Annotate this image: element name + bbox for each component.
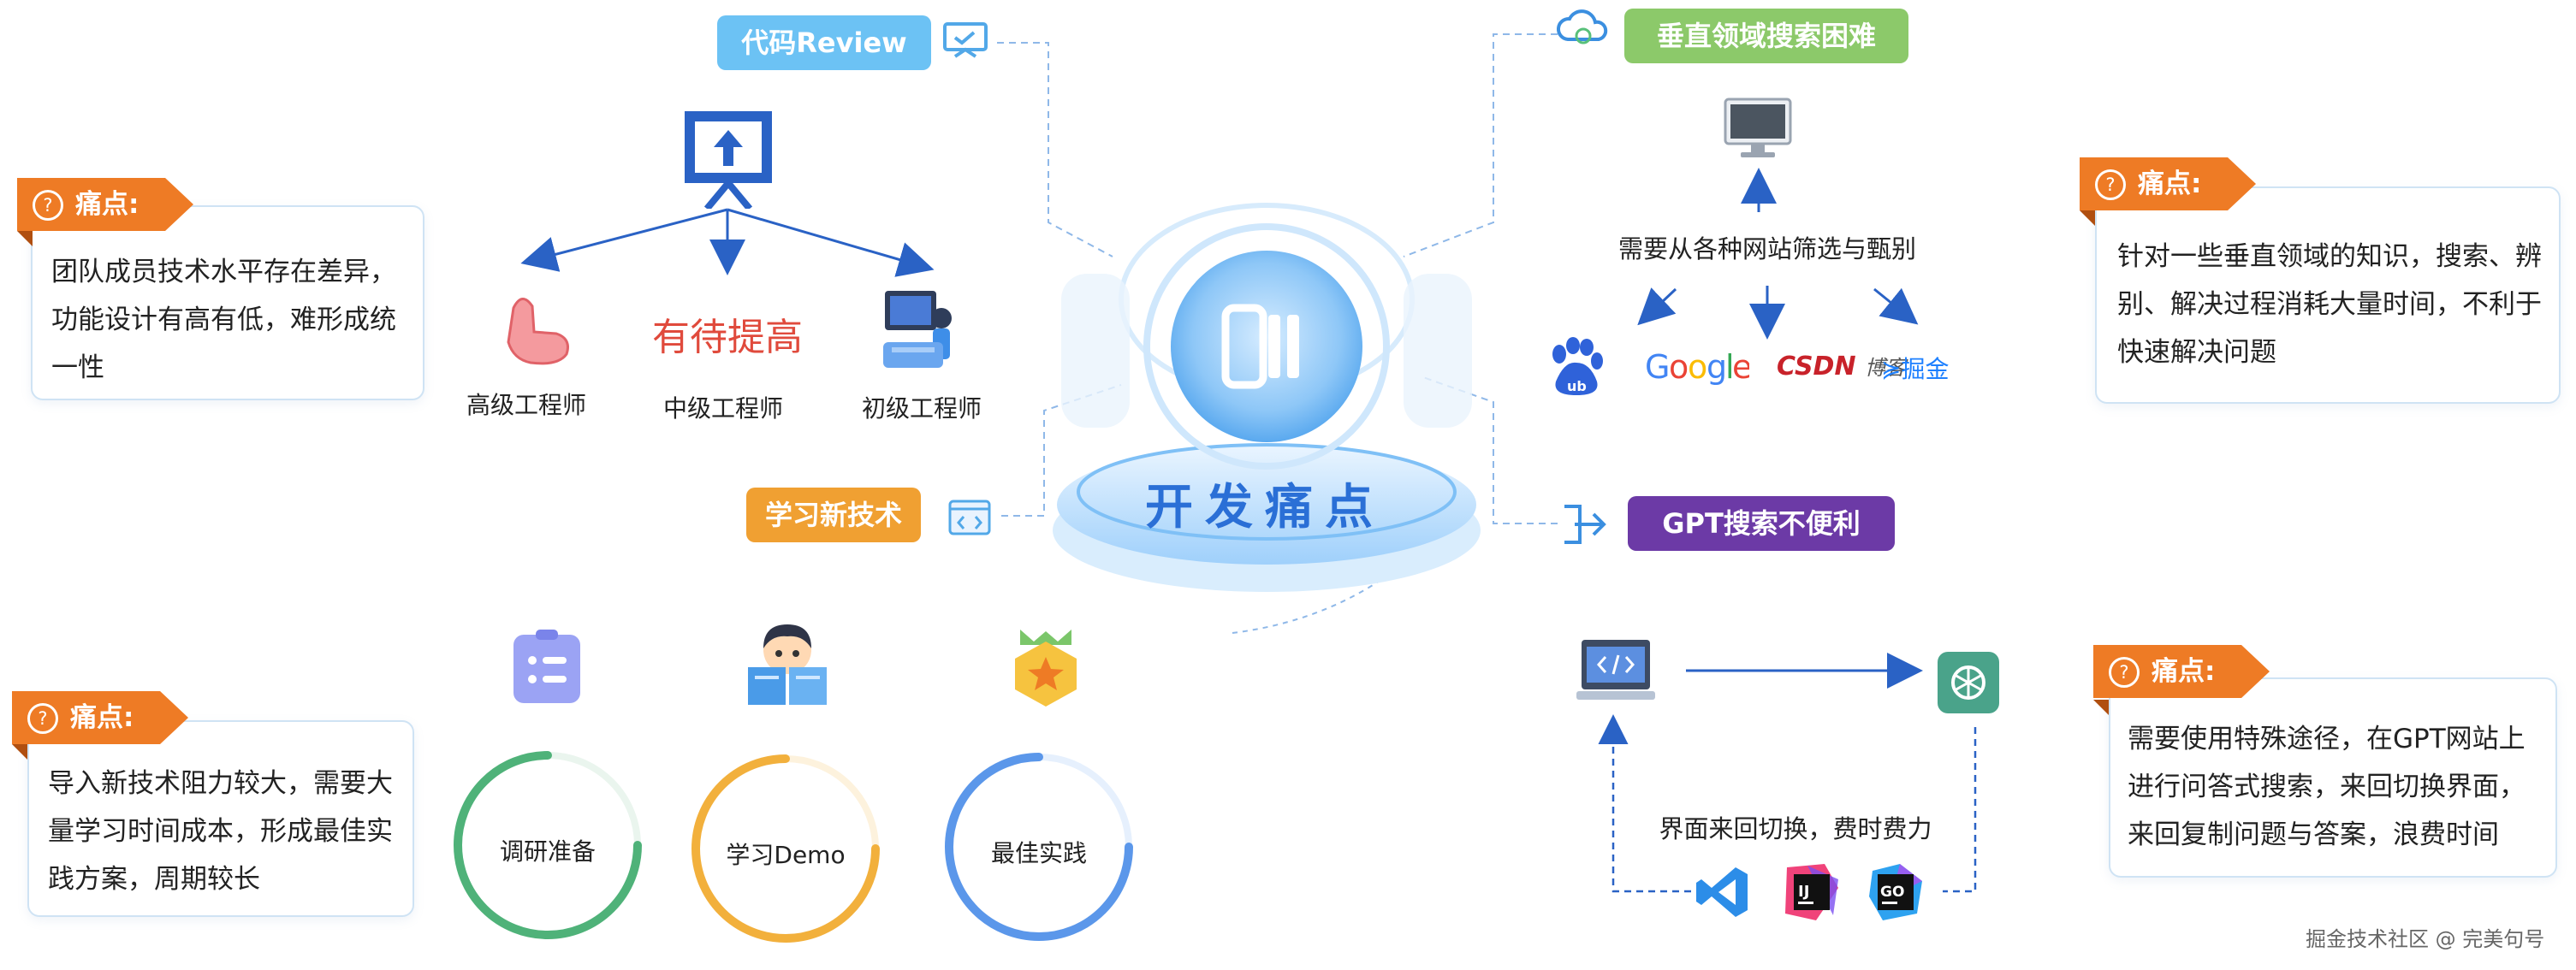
senior-engineer-label: 高级工程师 xyxy=(466,391,586,419)
pain-tag: ? 痛点: xyxy=(12,691,188,744)
pain-tag: ? 痛点: xyxy=(2080,157,2256,210)
text-line: 功能设计有高有低，难形成统 xyxy=(51,305,396,335)
gpt-caption: 界面来回切换，费时费力 xyxy=(1659,814,1932,843)
monitor-icon xyxy=(1724,98,1792,157)
baidu-logo-icon: ub xyxy=(1552,337,1603,395)
pill-learn-new-tech: 学习新技术 xyxy=(746,488,921,542)
junior-engineer-label: 初级工程师 xyxy=(861,394,982,423)
chatgpt-logo-icon xyxy=(1938,652,1999,713)
center-title: 开发痛点 xyxy=(1145,480,1385,535)
progress-ring-best-practice xyxy=(945,753,1133,941)
pill-vertical-search: 垂直领域搜索困难 xyxy=(1624,9,1908,63)
text-line: 一性 xyxy=(51,352,104,383)
blog-text: 博客 xyxy=(1865,356,1907,380)
question-icon: ? xyxy=(27,703,58,734)
svg-text:o: o xyxy=(1688,348,1707,386)
code-window-icon xyxy=(948,500,991,535)
tag-fold xyxy=(2080,210,2095,226)
junior-engineer-icon xyxy=(883,291,952,368)
pain-card-top-left xyxy=(31,205,424,400)
pill-code-review: 代码Review xyxy=(717,15,931,70)
svg-text:l: l xyxy=(1725,348,1735,386)
juejin-glyph: ≽ xyxy=(1881,355,1902,383)
text-line: 针对一些垂直领域的知识，搜索、辨 xyxy=(2117,241,2542,272)
pain-card-text: 导入新技术阻力较大，需要大 量学习时间成本，形成最佳实 践方案，周期较长 xyxy=(48,760,407,903)
text-line: 快速解决问题 xyxy=(2117,337,2276,368)
svg-text:e: e xyxy=(1732,348,1749,386)
pain-card-bottom-right xyxy=(2109,677,2557,878)
svg-text:GO: GO xyxy=(1880,884,1904,901)
svg-text:G: G xyxy=(1645,348,1670,386)
svg-text:IJ: IJ xyxy=(1798,883,1809,901)
pain-tag-label: 痛点: xyxy=(2152,656,2216,687)
juejin-logo: ≽掘金 xyxy=(1881,351,1949,385)
pain-card-text: 针对一些垂直领域的知识，搜索、辨 别、解决过程消耗大量时间，不利于 快速解决问题 xyxy=(2117,233,2554,376)
presentation-icon xyxy=(943,22,988,58)
text-line: 需要使用特殊途径，在GPT网站上 xyxy=(2128,724,2526,754)
progress-ring-learn-demo xyxy=(691,754,880,943)
pain-card-top-right xyxy=(2095,186,2561,404)
pain-card-text: 需要使用特殊途径，在GPT网站上 进行问答式搜索，来回切换界面， 来回复制问题与… xyxy=(2128,715,2547,859)
text-line: 团队成员技术水平存在差异， xyxy=(51,257,396,287)
progress-ring-research xyxy=(454,751,642,939)
pill-gpt-search: GPT搜索不便利 xyxy=(1628,496,1895,551)
watermark: 掘金技术社区 @ 完美句号 xyxy=(2306,927,2545,951)
svg-text:ub: ub xyxy=(1567,378,1587,394)
intellij-icon: IJ xyxy=(1785,864,1838,920)
pain-tag: ? 痛点: xyxy=(17,178,193,231)
middle-engineer-improve: 有待提高 xyxy=(652,316,803,359)
text-line: 量学习时间成本，形成最佳实 xyxy=(48,816,393,847)
tag-fold xyxy=(12,744,27,760)
goland-icon: GO xyxy=(1869,864,1922,920)
middle-engineer-label: 中级工程师 xyxy=(662,394,783,423)
thumbs-up-icon xyxy=(507,298,569,365)
pain-card-bottom-left xyxy=(27,720,414,917)
vertical-search-caption: 需要从各种网站筛选与甄别 xyxy=(1617,234,1916,263)
question-icon: ? xyxy=(2109,657,2140,688)
text-line: 别、解决过程消耗大量时间，不利于 xyxy=(2117,289,2542,320)
pain-card-text: 团队成员技术水平存在差异， 功能设计有高有低，难形成统 一性 xyxy=(51,248,419,392)
text-line: 导入新技术阻力较大，需要大 xyxy=(48,768,393,799)
tag-fold xyxy=(17,231,33,246)
text-line: 践方案，周期较长 xyxy=(48,864,260,895)
question-icon: ? xyxy=(33,190,63,221)
csdn-logo: CSDN 博客 xyxy=(1777,351,1906,381)
clipboard-list-icon xyxy=(513,630,580,703)
export-icon xyxy=(1564,505,1606,544)
cloud-sync-icon xyxy=(1557,9,1608,44)
center-platform-graphic xyxy=(1053,203,1481,592)
upload-board-icon xyxy=(685,111,772,209)
ring-label-learn-demo: 学习Demo xyxy=(726,841,846,869)
text-line: 来回复制问题与答案，浪费时间 xyxy=(2128,819,2499,850)
code-laptop-icon xyxy=(1576,640,1655,700)
google-logo: G o o g l e xyxy=(1645,348,1749,386)
csdn-text: CSDN xyxy=(1777,352,1856,381)
vscode-icon xyxy=(1696,867,1748,917)
juejin-text: 掘金 xyxy=(1901,355,1950,383)
pain-tag: ? 痛点: xyxy=(2093,645,2270,698)
text-line: 进行问答式搜索，来回切换界面， xyxy=(2128,772,2526,802)
reader-book-icon xyxy=(748,624,827,705)
question-icon: ? xyxy=(2095,169,2126,200)
pain-tag-label: 痛点: xyxy=(2138,169,2202,199)
tag-fold xyxy=(2093,700,2109,715)
svg-text:g: g xyxy=(1706,348,1727,386)
ring-label-best-practice: 最佳实践 xyxy=(990,839,1087,867)
pain-tag-label: 痛点: xyxy=(75,189,139,220)
pain-tag-label: 痛点: xyxy=(70,702,134,733)
ring-label-research: 调研准备 xyxy=(499,837,596,866)
star-medal-icon xyxy=(1015,630,1077,707)
svg-text:o: o xyxy=(1669,348,1689,386)
